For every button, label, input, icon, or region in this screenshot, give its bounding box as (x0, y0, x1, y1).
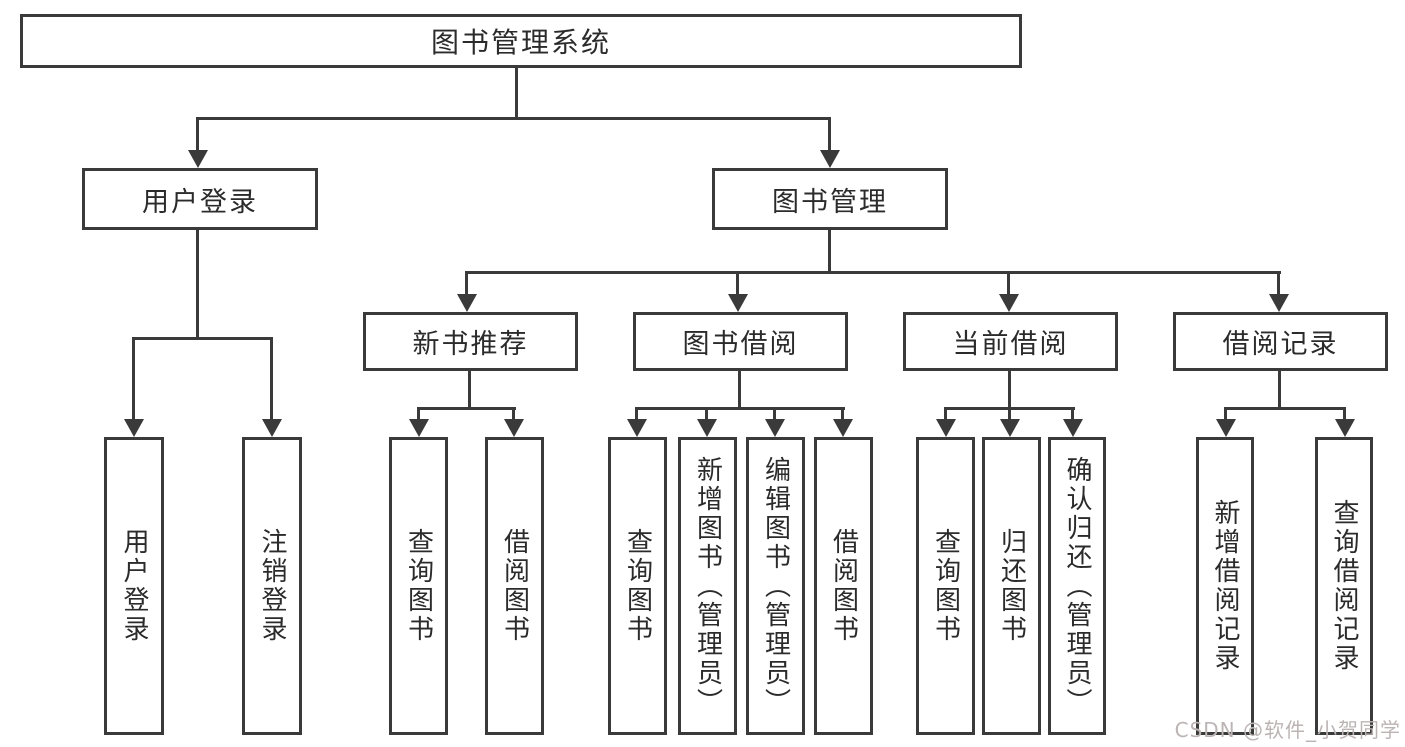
arrowhead-down (936, 419, 956, 437)
connector-leaf-stub (773, 407, 776, 420)
connector-bookmgmt-stub (828, 117, 831, 152)
arrowhead-down (1269, 294, 1289, 312)
connector-userlogin-rail (132, 337, 273, 340)
leaf-label: 新增借阅记录 (1210, 499, 1240, 673)
leaf-edit-book-admin: 编辑图书（管理员） (746, 437, 805, 735)
connector-leaf-stub (270, 337, 273, 420)
node-label: 用户登录 (142, 186, 258, 218)
connector-leaf-stub (1071, 407, 1074, 420)
connector-userlogin-drop (196, 230, 199, 338)
arrowhead-down (999, 294, 1019, 312)
node-current-borrowing: 当前借阅 (903, 312, 1118, 371)
node-book-management: 图书管理 (712, 168, 948, 230)
arrowhead-down (728, 294, 748, 312)
leaf-confirm-return-admin: 确认归还（管理员） (1048, 437, 1106, 735)
leaf-query-borrow-record: 查询借阅记录 (1315, 437, 1373, 735)
leaf-label: 编辑图书（管理员） (760, 455, 791, 717)
connector-root-drop (515, 67, 518, 118)
arrowhead-down (262, 419, 282, 437)
connector-group-stub (465, 271, 468, 295)
node-book-borrowing: 图书借阅 (633, 312, 848, 371)
connector-leaf-stub (417, 407, 420, 420)
connector-leaf-stub (1343, 407, 1346, 420)
leaf-borrow-book: 借阅图书 (814, 437, 873, 735)
node-label: 新书推荐 (412, 329, 529, 360)
arrowhead-down (504, 419, 524, 437)
leaf-label: 归还图书 (996, 528, 1027, 644)
arrowhead-down (820, 150, 840, 168)
leaf-add-borrow-record: 新增借阅记录 (1196, 437, 1254, 735)
leaf-label: 查询图书 (622, 528, 653, 644)
connector-root-rail (196, 117, 831, 120)
connector-bookborrow-rail (635, 407, 845, 410)
connector-leaf-stub (132, 337, 135, 420)
leaf-label: 注销登录 (257, 528, 287, 644)
leaf-return-book: 归还图书 (982, 437, 1041, 735)
node-new-book-recommendation: 新书推荐 (363, 312, 578, 371)
connector-leaf-stub (635, 407, 638, 420)
arrowhead-down (765, 419, 785, 437)
connector-newbook-drop (468, 370, 471, 408)
node-label: 图书管理系统 (430, 26, 611, 59)
connector-bookborrow-drop (738, 370, 741, 408)
node-label: 图书管理 (772, 186, 888, 218)
connector-group-stub (1007, 271, 1010, 295)
connector-group-stub (736, 271, 739, 295)
node-label: 借阅记录 (1222, 329, 1339, 360)
leaf-add-book-admin: 新增图书（管理员） (678, 437, 737, 735)
leaf-user-login: 用户登录 (104, 437, 164, 735)
arrowhead-down (188, 150, 208, 168)
arrowhead-down (1335, 419, 1355, 437)
arrowhead-down (124, 419, 144, 437)
connector-leaf-stub (512, 407, 515, 420)
connector-bookmgmt-rail (465, 271, 1281, 274)
leaf-label: 借阅图书 (828, 528, 859, 644)
node-borrowing-records: 借阅记录 (1173, 312, 1388, 371)
leaf-query-book: 查询图书 (916, 437, 975, 735)
connector-leaf-stub (1008, 407, 1011, 420)
leaf-label: 用户登录 (119, 528, 149, 644)
connector-leaf-stub (1224, 407, 1227, 420)
arrowhead-down (1216, 419, 1236, 437)
leaf-query-book: 查询图书 (608, 437, 667, 735)
leaf-label: 查询图书 (930, 528, 961, 644)
leaf-query-book: 查询图书 (389, 437, 448, 735)
connector-group-stub (1277, 271, 1280, 295)
leaf-label: 确认归还（管理员） (1062, 455, 1092, 717)
connector-newbook-rail (417, 407, 516, 410)
csdn-watermark: CSDN @软件_小贺同学 (1174, 718, 1401, 742)
arrowhead-down (457, 294, 477, 312)
leaf-label: 新增图书（管理员） (692, 455, 723, 717)
connector-leaf-stub (944, 407, 947, 420)
leaf-label: 查询图书 (403, 528, 434, 644)
node-label: 图书借阅 (682, 329, 799, 360)
connector-borrowrecord-drop (1278, 370, 1281, 408)
arrowhead-down (1000, 419, 1020, 437)
node-library-management-system: 图书管理系统 (20, 14, 1022, 68)
node-label: 当前借阅 (952, 329, 1069, 360)
connector-leaf-stub (705, 407, 708, 420)
connector-borrowrecord-rail (1224, 407, 1346, 410)
arrowhead-down (833, 419, 853, 437)
leaf-label: 借阅图书 (499, 528, 530, 644)
arrowhead-down (697, 419, 717, 437)
connector-bookmgmt-drop (828, 230, 831, 272)
connector-leaf-stub (841, 407, 844, 420)
connector-currentborrow-drop (1008, 370, 1011, 408)
arrowhead-down (1063, 419, 1083, 437)
leaf-logout: 注销登录 (242, 437, 302, 735)
arrowhead-down (409, 419, 429, 437)
leaf-borrow-book: 借阅图书 (485, 437, 544, 735)
leaf-label: 查询借阅记录 (1329, 499, 1359, 673)
node-user-login: 用户登录 (82, 168, 318, 230)
arrowhead-down (627, 419, 647, 437)
connector-userlogin-stub (196, 117, 199, 152)
